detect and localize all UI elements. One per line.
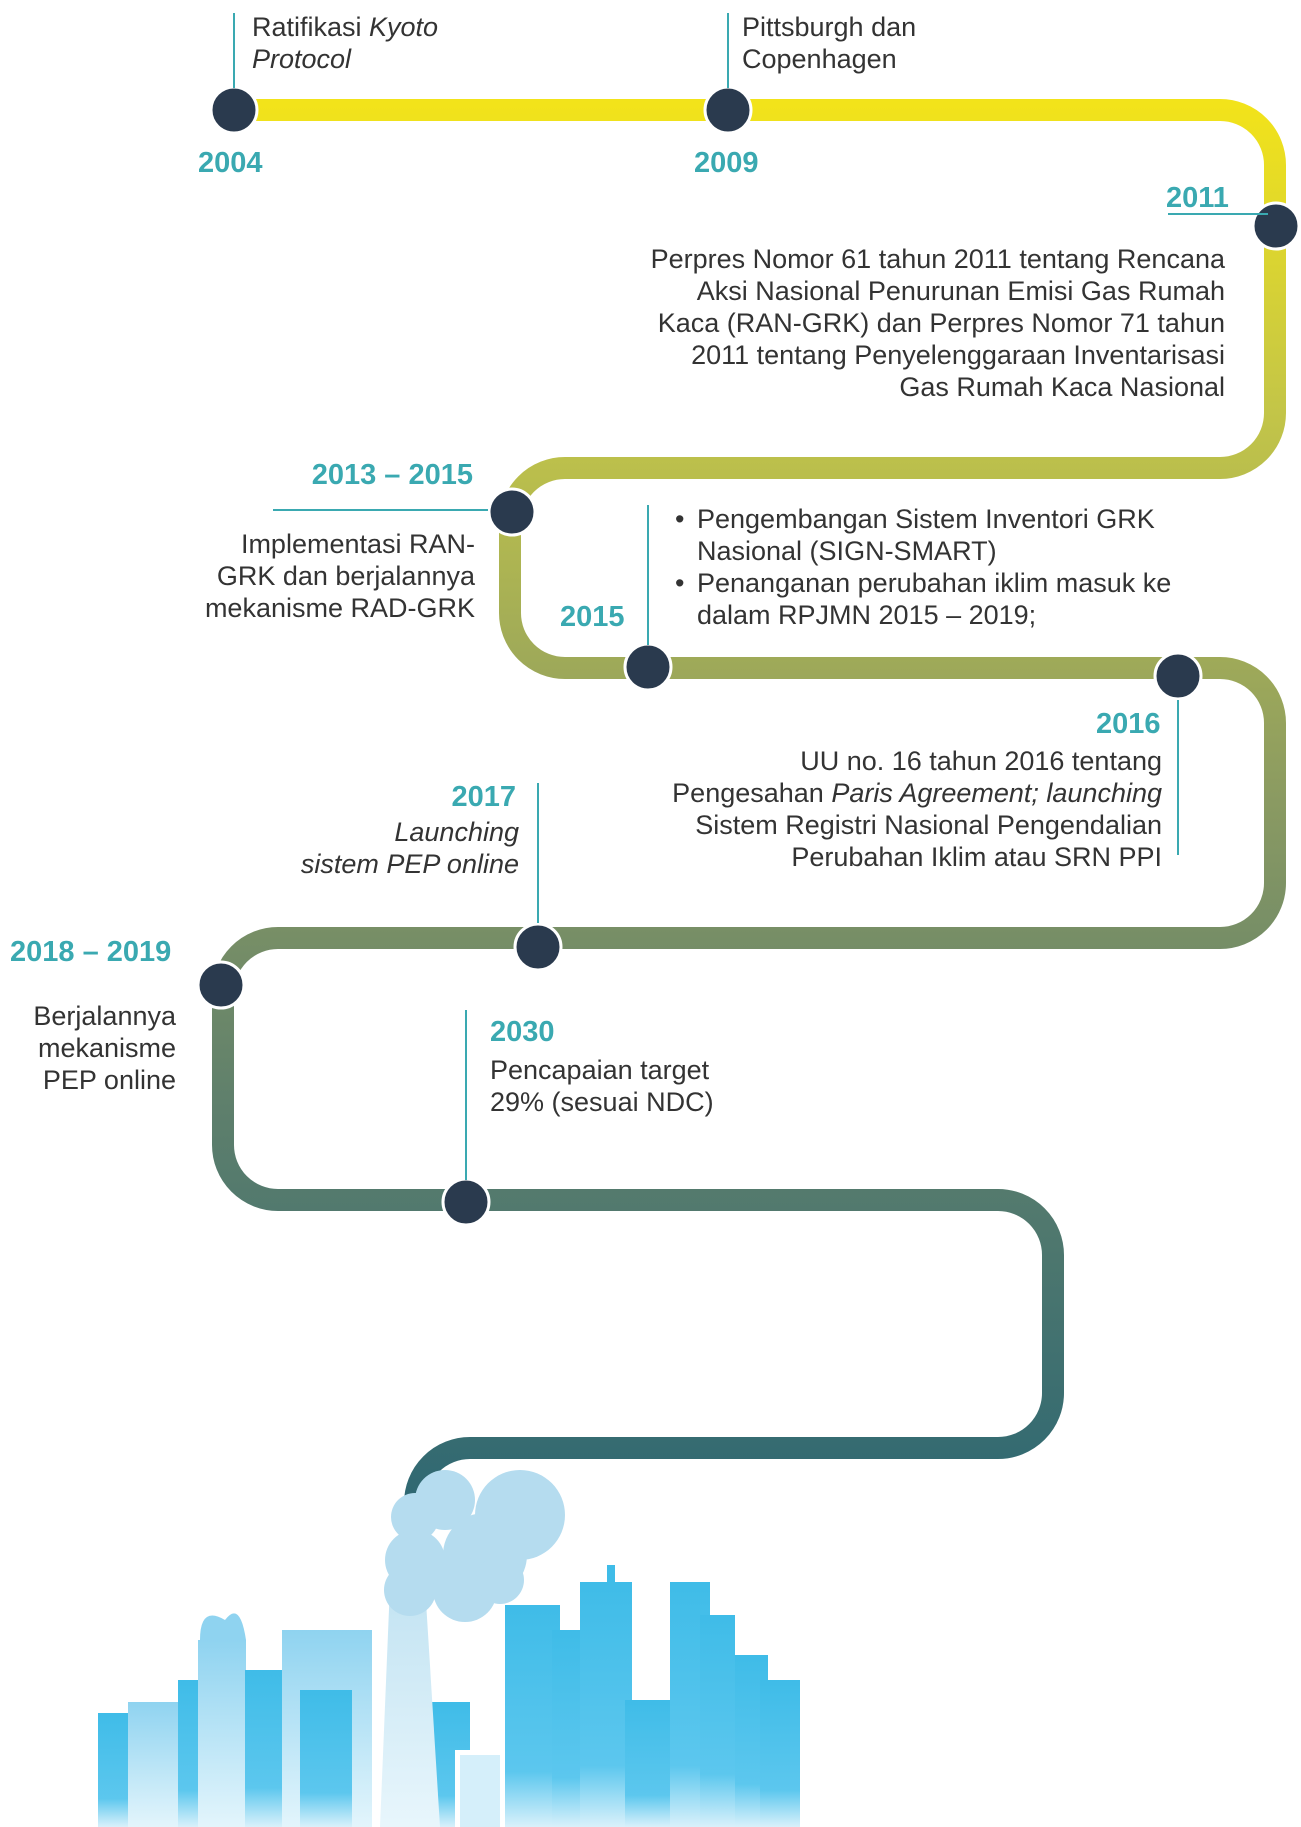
- node-2030: [441, 1177, 491, 1227]
- milestone-2013-text: Implementasi RAN- GRK dan berjalannya me…: [170, 528, 475, 624]
- text-2011-l1: Perpres Nomor 61 tahun 2011 tentang Renc…: [650, 244, 1225, 274]
- text-2017-l2: sistem PEP online: [300, 849, 519, 879]
- list-item: Penanganan perubahan iklim masuk ke dala…: [675, 567, 1235, 631]
- text-2013-l3: mekanisme RAD-GRK: [204, 593, 475, 623]
- text-2011-l3: Kaca (RAN-GRK) dan Perpres Nomor 71 tahu…: [657, 308, 1225, 338]
- text-2009-l2: Copenhagen: [742, 44, 897, 74]
- text-2004-b: Kyoto: [369, 12, 439, 42]
- milestone-2030-text: Pencapaian target 29% (sesuai NDC): [490, 1054, 790, 1118]
- node-2009: [703, 85, 753, 135]
- text-2018-l2: mekanisme: [37, 1033, 176, 1063]
- text-2018-l3: PEP online: [42, 1065, 176, 1095]
- text-2015-b2-l2: dalam RPJMN 2015 – 2019;: [697, 600, 1037, 630]
- milestone-2011-text: Perpres Nomor 61 tahun 2011 tentang Renc…: [560, 243, 1225, 403]
- city-skyline-illustration: [98, 1565, 800, 1827]
- connector-2016: [1177, 700, 1179, 855]
- road-path: [212, 99, 1286, 1541]
- node-2011: [1251, 201, 1301, 251]
- node-2015: [623, 642, 673, 692]
- text-2011-l2: Aksi Nasional Penurunan Emisi Gas Rumah: [696, 276, 1225, 306]
- year-2004: 2004: [198, 147, 263, 179]
- node-2018-2019: [196, 960, 246, 1010]
- year-2017: 2017: [451, 781, 516, 813]
- connector-2011: [1168, 213, 1268, 215]
- text-2015-b1-l2: Nasional (SIGN-SMART): [697, 536, 997, 566]
- text-2011-l4: 2011 tentang Penyelenggaraan Inventarisa…: [691, 340, 1225, 370]
- year-2015: 2015: [560, 601, 625, 633]
- text-2016-l3: Sistem Registri Nasional Pengendalian: [695, 810, 1162, 840]
- connector-2030: [465, 1010, 467, 1180]
- text-2011-l5: Gas Rumah Kaca Nasional: [899, 372, 1225, 402]
- connector-2017: [537, 783, 539, 923]
- node-2016: [1153, 651, 1203, 701]
- text-2018-l1: Berjalannya: [33, 1001, 176, 1031]
- year-2018-2019: 2018 – 2019: [10, 936, 172, 968]
- year-2030: 2030: [490, 1016, 555, 1048]
- milestone-2004-text: Ratifikasi Kyoto Protocol: [252, 11, 512, 75]
- connector-2009: [727, 13, 729, 88]
- text-2016-l2b: Paris Agreement; launching: [831, 778, 1162, 808]
- connector-2004: [233, 13, 235, 88]
- year-2009: 2009: [694, 147, 759, 179]
- connector-2015: [647, 505, 649, 645]
- text-2030-l1: Pencapaian target: [490, 1055, 710, 1085]
- text-2016-l4: Perubahan Iklim atau SRN PPI: [791, 842, 1162, 872]
- text-2004-c: Protocol: [252, 44, 352, 74]
- milestone-2017-text: Launching sistem PEP online: [260, 816, 519, 880]
- year-2016: 2016: [1096, 708, 1161, 740]
- text-2009-l1: Pittsburgh dan: [742, 12, 917, 42]
- year-2011: 2011: [1166, 182, 1229, 214]
- text-2016-l2a: Pengesahan: [672, 778, 832, 808]
- text-2017-l1: Launching: [394, 817, 519, 847]
- milestone-2016-text: UU no. 16 tahun 2016 tentang Pengesahan …: [600, 745, 1162, 873]
- connector-2013: [273, 509, 488, 511]
- node-2013-2015: [487, 487, 537, 537]
- year-2013-2015: 2013 – 2015: [311, 459, 473, 491]
- text-2004-a: Ratifikasi: [252, 12, 370, 42]
- text-2013-l2: GRK dan berjalannya: [216, 561, 475, 591]
- node-2017: [513, 922, 563, 972]
- milestone-2009-text: Pittsburgh dan Copenhagen: [742, 11, 1002, 75]
- text-2015-b2-l1: Penanganan perubahan iklim masuk ke: [697, 568, 1172, 598]
- node-2004: [209, 85, 259, 135]
- text-2030-l2: 29% (sesuai NDC): [490, 1087, 714, 1117]
- list-item: Pengembangan Sistem Inventori GRK Nasion…: [675, 503, 1235, 567]
- text-2015-b1-l1: Pengembangan Sistem Inventori GRK: [697, 504, 1155, 534]
- text-2016-l1: UU no. 16 tahun 2016 tentang: [800, 746, 1162, 776]
- text-2013-l1: Implementasi RAN-: [240, 529, 475, 559]
- milestone-2015-list: Pengembangan Sistem Inventori GRK Nasion…: [675, 503, 1235, 631]
- factory-chimney-smoke: [380, 1470, 565, 1827]
- milestone-2018-text: Berjalannya mekanisme PEP online: [10, 1000, 176, 1096]
